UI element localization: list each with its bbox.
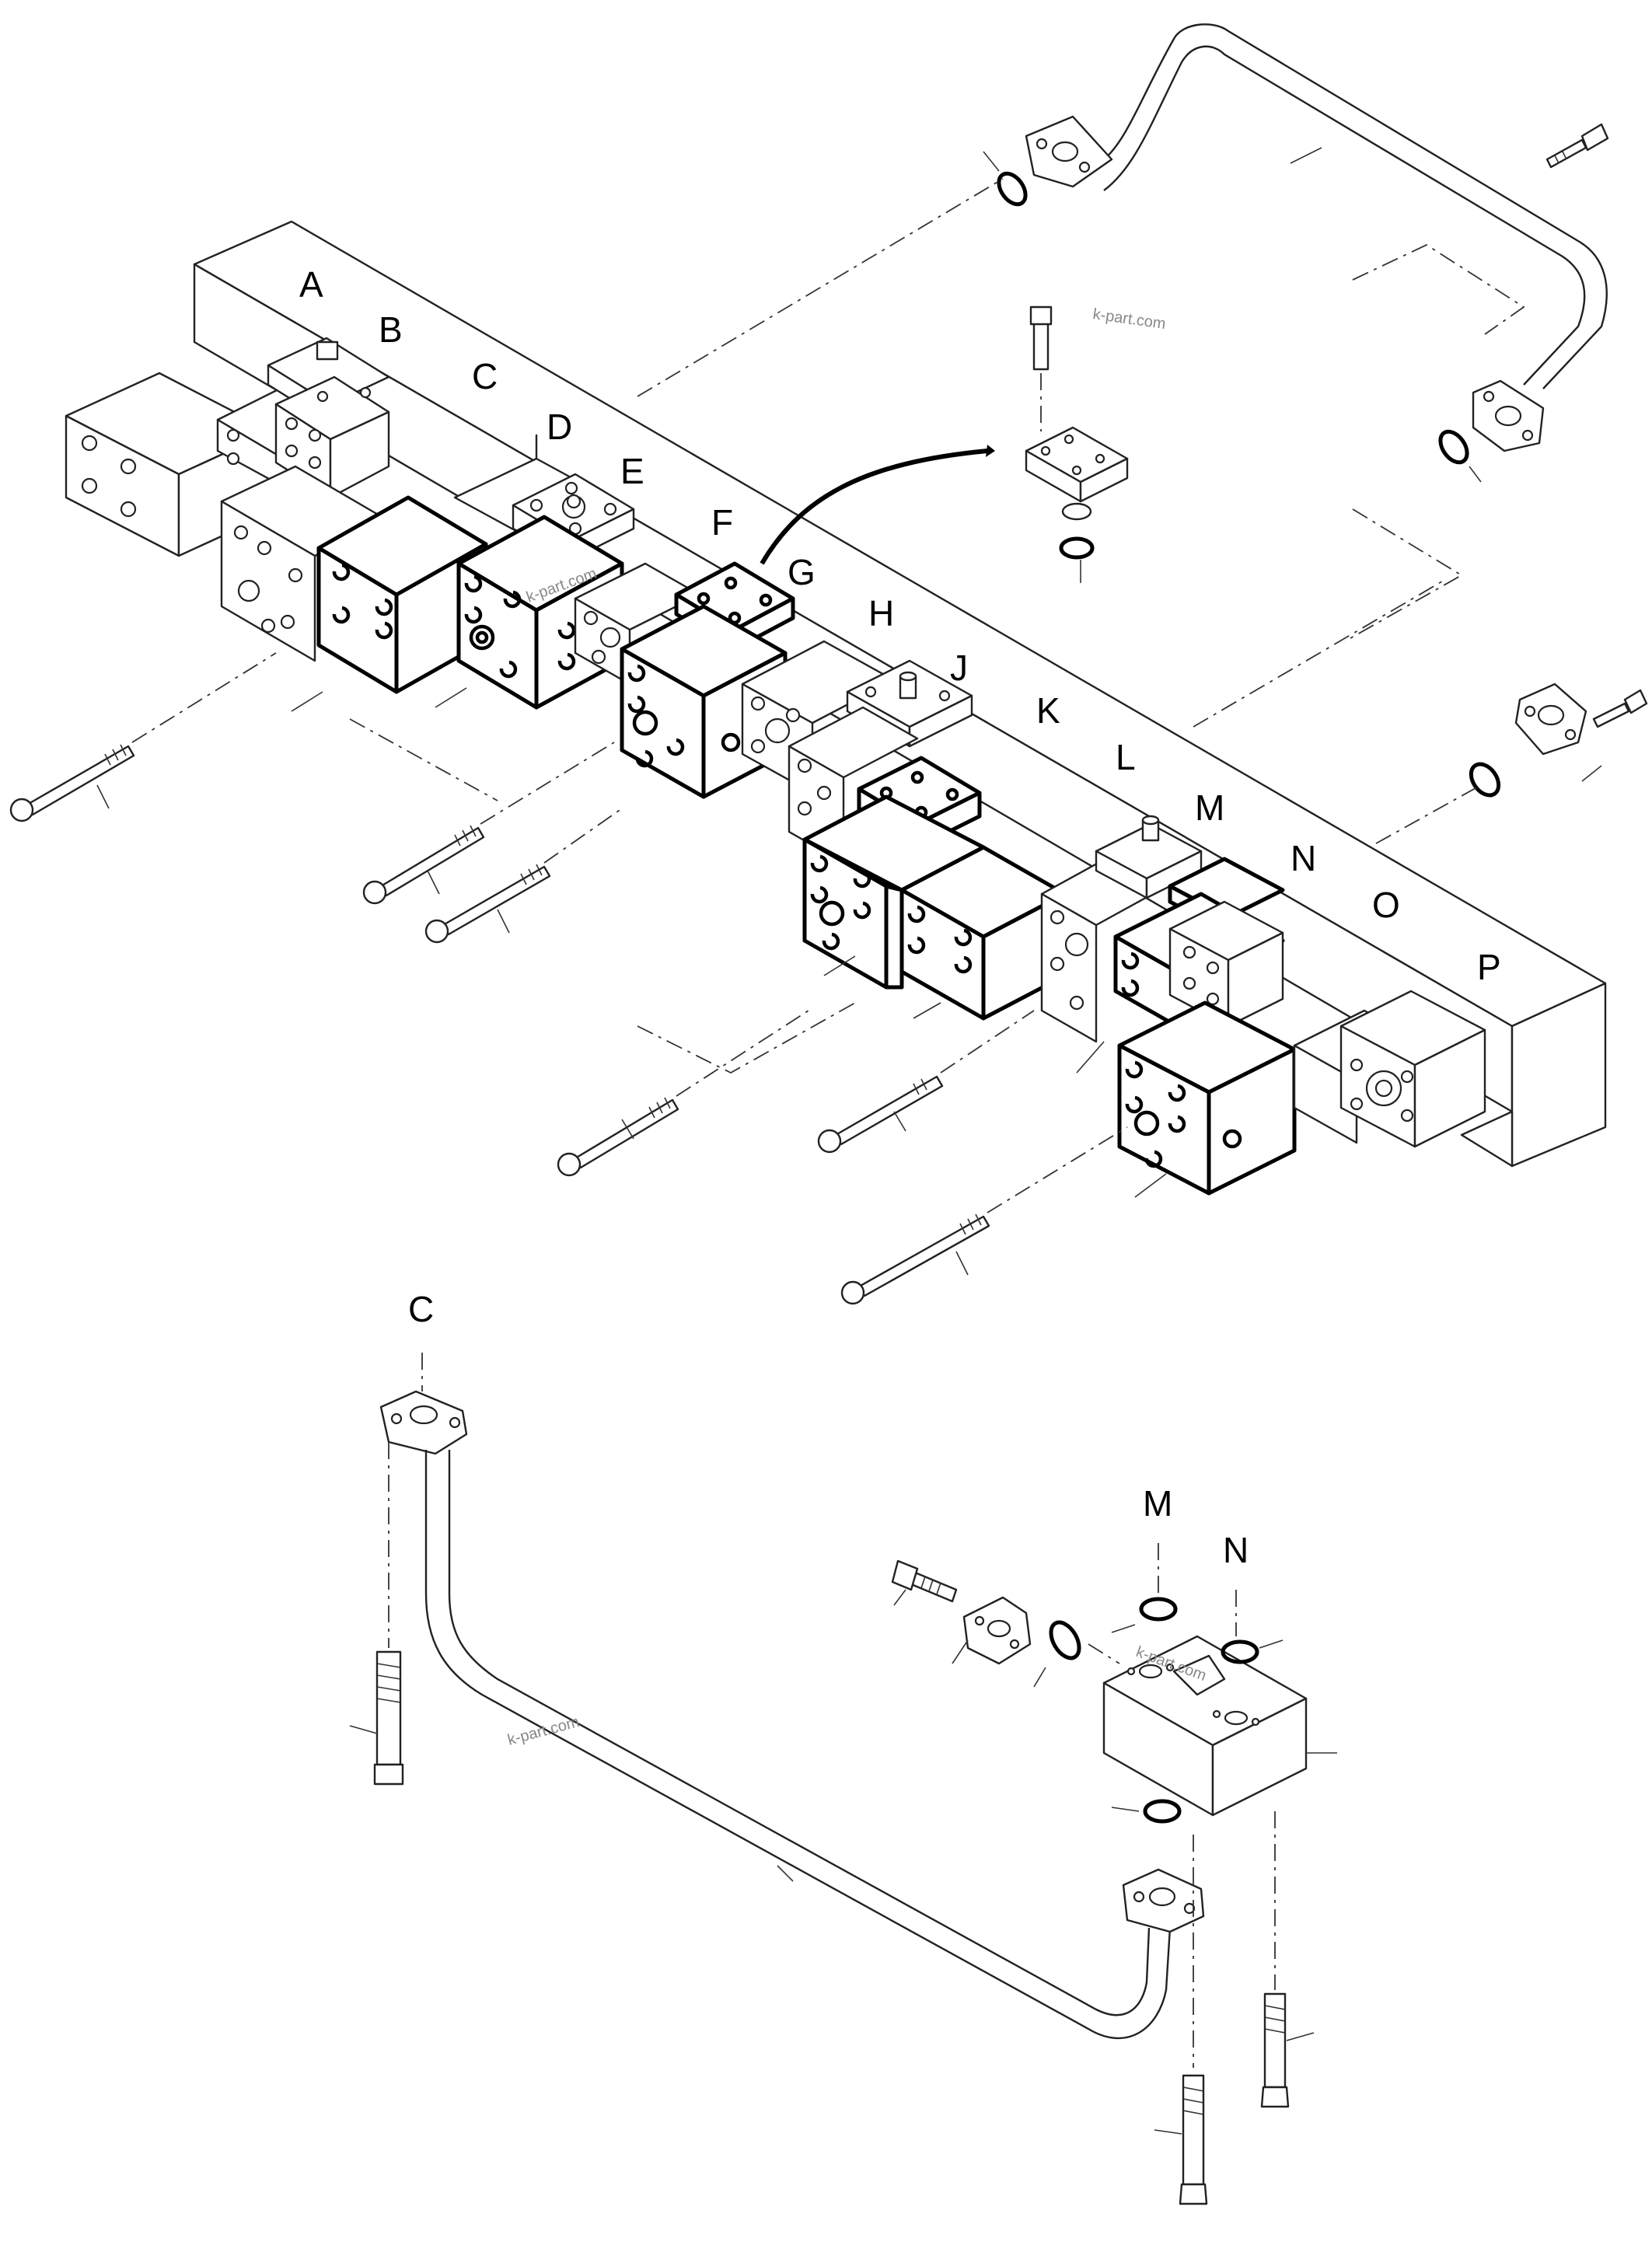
label-m-lower: M	[1143, 1483, 1172, 1524]
label-c-lower: C	[408, 1289, 434, 1329]
section-labels: A B C D E F G H J K L M N O P C M N	[299, 264, 1501, 1570]
label-d: D	[547, 407, 572, 447]
upper-pipe-assembly	[983, 23, 1608, 483]
watermark-1: k-part.com	[1091, 306, 1167, 333]
label-n: N	[1291, 838, 1316, 878]
label-b: B	[379, 309, 403, 350]
right-end-block-p	[1339, 990, 1486, 1148]
solenoid-block-k	[802, 756, 986, 990]
label-m: M	[1195, 787, 1224, 828]
assembly-centerlines	[131, 178, 1525, 1213]
valve-section-m	[1040, 815, 1203, 1043]
bolt-top-right	[1545, 123, 1609, 169]
lower-adapter-block	[1102, 1635, 1337, 1817]
label-k: K	[1036, 690, 1060, 731]
pilot-cap-assembly	[760, 306, 1129, 583]
label-l: L	[1116, 737, 1136, 777]
lower-pipe-assembly	[349, 1353, 1205, 2040]
tie-bolt-3	[424, 864, 551, 944]
lower-bolt-1	[1154, 2074, 1208, 2205]
label-f: F	[711, 502, 733, 543]
label-g: G	[788, 552, 816, 592]
label-p: P	[1477, 947, 1501, 987]
label-o: O	[1372, 885, 1400, 925]
tie-bolt-4	[557, 1097, 679, 1177]
tie-bolt-5	[817, 1075, 944, 1154]
solenoid-block-n	[1113, 857, 1297, 1196]
label-j: J	[950, 648, 968, 688]
valve-section-j	[846, 659, 973, 748]
label-e: E	[620, 451, 644, 491]
label-c: C	[472, 356, 498, 396]
lower-flange-with-bolt	[891, 1559, 1032, 1665]
label-h: H	[868, 593, 894, 634]
tie-bolt-1	[9, 744, 135, 822]
lower-o-rings	[1033, 1543, 1284, 2068]
label-a: A	[299, 264, 323, 305]
tie-bolt-6	[840, 1213, 990, 1305]
leader-lines-main	[96, 147, 1602, 1276]
valve-section-b-cap	[267, 337, 390, 499]
tie-bolt-2	[362, 825, 485, 905]
label-n-lower: N	[1223, 1530, 1249, 1570]
flange-right-port	[1469, 683, 1648, 798]
lower-bolt-2	[1260, 1992, 1315, 2108]
